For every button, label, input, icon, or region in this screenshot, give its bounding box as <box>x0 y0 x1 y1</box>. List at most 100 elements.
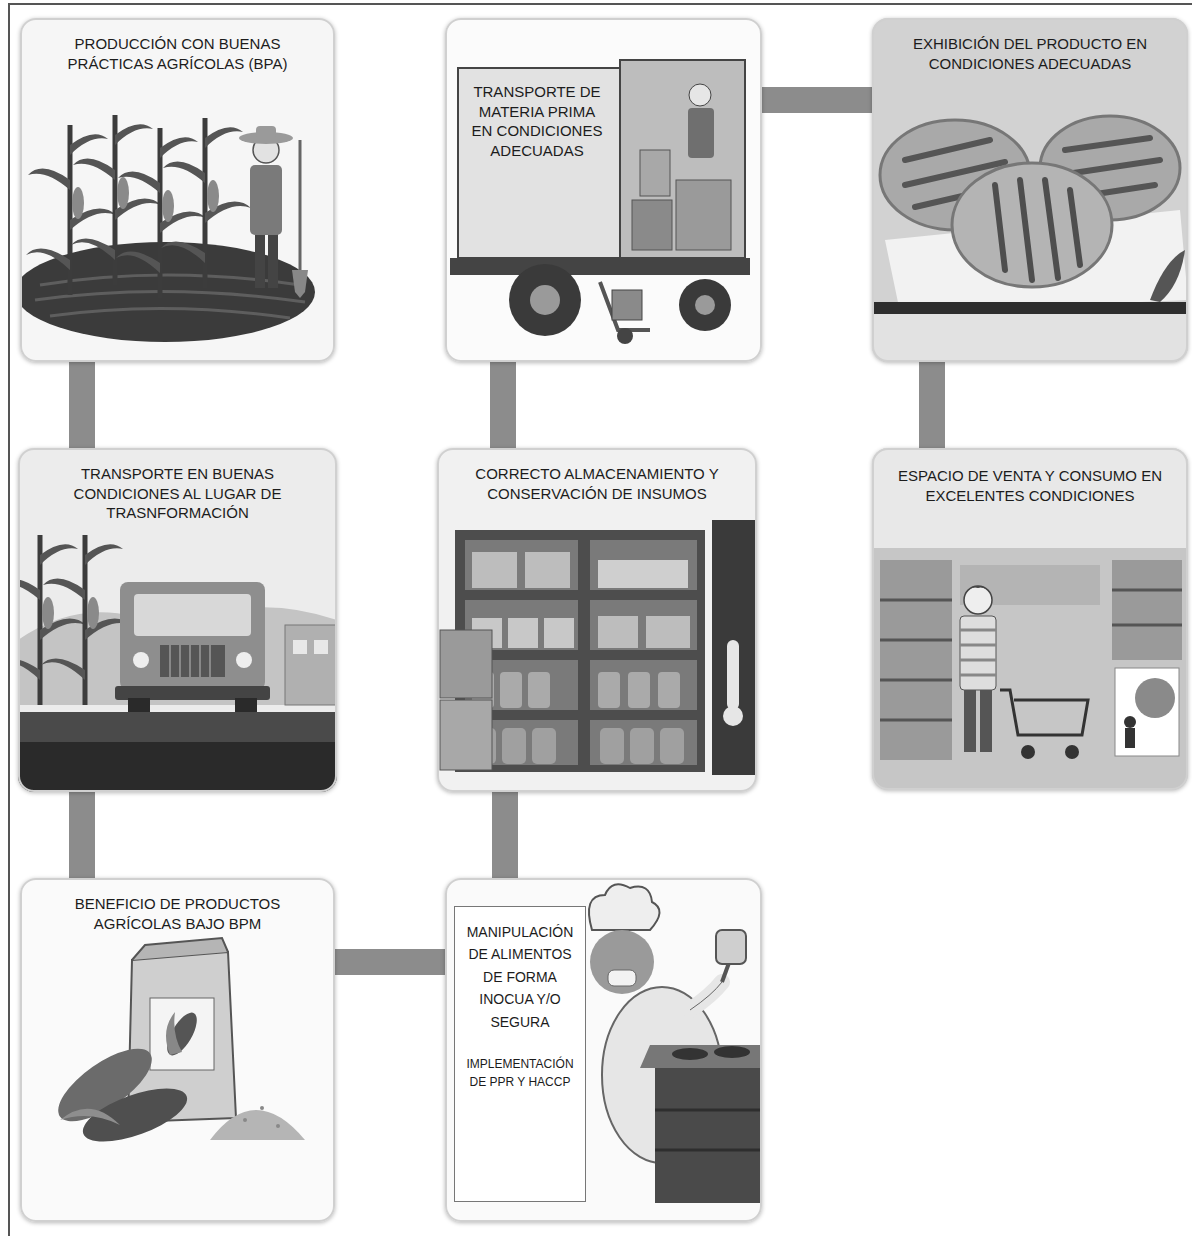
storage-illustration-part <box>440 630 492 698</box>
process-box: ESPACIO DE VENTA Y CONSUMO EN EXCELENTES… <box>872 448 1188 790</box>
storage-illustration-part <box>630 728 654 764</box>
road-illustration-part <box>115 686 270 700</box>
road-illustration-part <box>133 652 149 668</box>
processed-product-illustration-part <box>150 998 214 1070</box>
flow-connector <box>490 362 516 448</box>
truck-illustration <box>445 18 762 362</box>
product-display-illustration <box>872 18 1188 362</box>
road-illustration-part <box>134 594 251 636</box>
processed-product-illustration-part <box>60 1109 120 1125</box>
truck-illustration-part <box>458 68 620 258</box>
road-illustration-part <box>285 625 337 705</box>
farm-illustration-part <box>299 140 302 272</box>
store-illustration-part <box>960 630 996 675</box>
truck-illustration-part <box>632 200 672 250</box>
truck-illustration-part <box>612 290 642 320</box>
product-display-illustration-part <box>872 314 1188 362</box>
store-illustration-part <box>1124 716 1136 728</box>
storage-illustration-part <box>598 560 688 588</box>
farm-illustration-part <box>292 270 308 298</box>
storage-illustration-part <box>723 706 743 726</box>
road-illustration-part <box>18 742 337 792</box>
storage-illustration-part <box>544 618 574 648</box>
storage-illustration-part <box>646 616 690 648</box>
box-title: EXHIBICIÓN DEL PRODUCTO EN CONDICIONES A… <box>886 34 1174 73</box>
box-title: ESPACIO DE VENTA Y CONSUMO EN EXCELENTES… <box>886 466 1174 505</box>
food-handling-illustration-part <box>655 1110 762 1150</box>
processed-product-illustration-part <box>166 1012 182 1055</box>
text-block: EXHIBICIÓN DEL PRODUCTO EN CONDICIONES A… <box>886 34 1174 73</box>
box-title: PRODUCCIÓN CON BUENAS PRÁCTICAS AGRÍCOLA… <box>34 34 321 73</box>
processed-product-illustration-part <box>260 1106 264 1110</box>
storage-illustration-part <box>508 618 538 648</box>
storage-illustration-part <box>600 728 624 764</box>
farm-illustration-part <box>26 125 116 295</box>
truck-illustration-part <box>509 264 581 336</box>
farm-illustration-part <box>256 126 276 138</box>
page-frame-part <box>8 3 1192 5</box>
storage-illustration-part <box>465 540 578 590</box>
storage-illustration-part <box>590 540 697 590</box>
store-illustration-part <box>872 448 1188 548</box>
food-handling-illustration-part <box>445 878 762 1222</box>
processed-product-illustration-part <box>276 1124 280 1128</box>
flow-connector <box>69 792 95 878</box>
store-illustration-part <box>1000 690 1088 735</box>
store-illustration-part <box>880 560 952 760</box>
truck-illustration-part <box>600 282 650 330</box>
process-box: PRODUCCIÓN CON BUENAS PRÁCTICAS AGRÍCOLA… <box>20 18 335 362</box>
road-illustration-part <box>18 535 86 705</box>
road-illustration-part <box>314 640 328 654</box>
road-illustration-part <box>236 652 252 668</box>
food-handling-illustration-part <box>590 930 654 994</box>
food-handling-illustration-part <box>608 970 636 986</box>
road-illustration-part <box>18 712 337 742</box>
store-illustration-part <box>960 616 996 690</box>
storage-illustration-part <box>712 520 757 775</box>
truck-illustration-part <box>530 285 560 315</box>
farm-illustration-part <box>161 118 251 288</box>
truck-illustration-part <box>689 84 711 106</box>
food-handling-illustration-part <box>690 982 722 1010</box>
storage-illustration-part <box>590 600 697 650</box>
truck-illustration-part <box>617 328 633 344</box>
food-handling-illustration-part <box>589 884 660 930</box>
truck-illustration-part <box>620 60 745 258</box>
truck-illustration-part <box>450 258 750 275</box>
flow-connector <box>335 949 445 975</box>
storage-illustration-part <box>500 672 522 708</box>
process-box: MANIPULACIÓN DE ALIMENTOS DE FORMA INOCU… <box>445 878 762 1222</box>
store-illustration-part <box>964 690 976 752</box>
text-block: BENEFICIO DE PRODUCTOS AGRÍCOLAS BAJO BP… <box>34 894 321 933</box>
store-illustration-part <box>1125 728 1135 748</box>
farm-illustration-part <box>268 230 278 288</box>
product-display-illustration-part <box>995 180 1080 280</box>
text-panel: MANIPULACIÓN DE ALIMENTOS DE FORMA INOCU… <box>454 906 586 1202</box>
connector-group <box>82 100 932 962</box>
storage-illustration-part <box>628 672 650 708</box>
product-display-illustration-part <box>872 18 1188 362</box>
processed-product-illustration-part <box>161 1008 202 1060</box>
product-display-illustration-part <box>952 163 1112 287</box>
store-illustration-part <box>1115 668 1179 756</box>
storage-illustration-part <box>440 700 492 770</box>
flow-connector <box>492 792 518 878</box>
storage-illustration-part <box>727 640 739 710</box>
box-title: MANIPULACIÓN DE ALIMENTOS DE FORMA INOCU… <box>460 921 580 1033</box>
flow-connector <box>919 362 945 448</box>
processed-product-illustration-part <box>210 1110 305 1140</box>
food-handling-illustration-part <box>690 982 722 1010</box>
process-box: TRANSPORTE DE MATERIA PRIMA EN CONDICION… <box>445 18 762 362</box>
store-illustration-part <box>1112 590 1182 625</box>
process-box: CORRECTO ALMACENAMIENTO Y CONSERVACIÓN D… <box>437 448 757 792</box>
food-handling-illustration-part <box>655 1068 762 1203</box>
store-illustration-part <box>964 586 992 614</box>
text-block: CORRECTO ALMACENAMIENTO Y CONSERVACIÓN D… <box>451 464 743 503</box>
storage-illustration-part <box>525 552 570 588</box>
truck-illustration-part <box>695 295 715 315</box>
store-illustration-part <box>880 600 952 720</box>
road-illustration-part <box>170 645 210 677</box>
